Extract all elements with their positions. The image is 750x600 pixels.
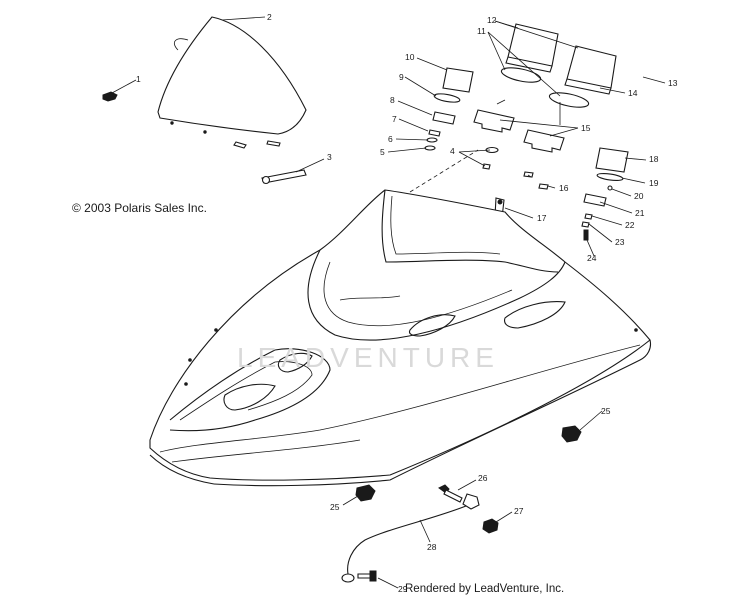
rendered-by-text: Rendered by LeadVenture, Inc. <box>405 583 565 595</box>
gauge-cup-left <box>505 23 559 73</box>
callout-17: 17 <box>537 213 547 223</box>
watermark: LEADVENTURE <box>237 342 499 373</box>
callout-7: 7 <box>392 114 397 124</box>
callout-19: 19 <box>649 178 659 188</box>
callout-12: 12 <box>487 15 497 25</box>
callout-3: 3 <box>327 152 332 162</box>
callout-6: 6 <box>388 134 393 144</box>
callout-8: 8 <box>390 95 395 105</box>
gauge-rings <box>500 67 590 108</box>
callout-10: 10 <box>405 52 415 62</box>
gauge-brackets <box>473 109 565 153</box>
callout-24: 24 <box>587 253 597 263</box>
copyright-text: © 2003 Polaris Sales Inc. <box>72 201 207 215</box>
callout-29: 29 <box>398 584 408 594</box>
grommet-right <box>561 425 582 443</box>
callout-4: 4 <box>450 146 455 156</box>
leader-lines <box>111 16 666 589</box>
callout-numbers: 1 2 3 4 5 6 7 8 9 10 11 12 13 14 15 16 1… <box>136 12 678 594</box>
callout-13: 13 <box>668 78 678 88</box>
hardware-16 <box>523 171 549 190</box>
indicator-hardware <box>581 213 593 241</box>
hood-strap <box>261 169 307 185</box>
callout-23: 23 <box>615 237 625 247</box>
callout-2: 2 <box>267 12 272 22</box>
push-rivet <box>102 91 118 102</box>
bolt <box>438 484 463 503</box>
callout-26: 26 <box>478 473 488 483</box>
indicator-bracket <box>583 193 607 207</box>
small-gauge-ring <box>433 93 461 103</box>
callout-18: 18 <box>649 154 659 164</box>
grommet-left <box>355 484 376 502</box>
hood <box>149 189 652 487</box>
callout-25-left: 25 <box>330 502 340 512</box>
small-gauge <box>442 67 474 93</box>
callout-1: 1 <box>136 74 141 84</box>
small-hardware <box>424 129 441 151</box>
windshield <box>157 16 307 149</box>
callout-28: 28 <box>427 542 437 552</box>
tether-cable <box>341 493 480 583</box>
gauge-cup-right <box>564 45 617 95</box>
callout-21: 21 <box>635 208 645 218</box>
rivet <box>357 570 377 582</box>
callout-14: 14 <box>628 88 638 98</box>
callout-20: 20 <box>634 191 644 201</box>
callout-9: 9 <box>399 72 404 82</box>
indicator-gauge <box>595 147 629 191</box>
hardware-4 <box>482 146 499 170</box>
small-bracket <box>432 111 456 125</box>
callout-22: 22 <box>625 220 635 230</box>
callout-11: 11 <box>477 26 486 36</box>
callout-5: 5 <box>380 147 385 157</box>
callout-25-right: 25 <box>601 406 611 416</box>
callout-15: 15 <box>581 123 591 133</box>
callout-27: 27 <box>514 506 524 516</box>
nut <box>482 518 499 534</box>
callout-16: 16 <box>559 183 569 193</box>
